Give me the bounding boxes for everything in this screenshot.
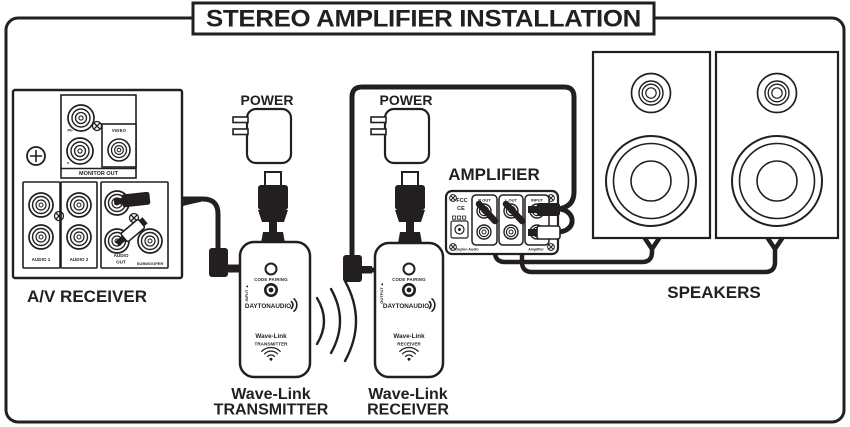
- power-adapter-transmitter: POWER: [231, 92, 294, 244]
- y-label: Y: [67, 161, 70, 166]
- page-title: STEREO AMPLIFIER INSTALLATION: [206, 6, 641, 33]
- audio-out-label: OUT: [116, 260, 126, 265]
- speaker-cabinet: [714, 50, 840, 240]
- cable-receiver-to-amplifier: [349, 84, 577, 258]
- output-port-label: OUTPUT ▲: [379, 282, 384, 304]
- ce-mark: CE: [457, 206, 465, 212]
- power-adapter-receiver: POWER: [369, 92, 433, 244]
- amp-model-text: Amplifier: [528, 248, 544, 252]
- receiver-caption-2: RECEIVER: [367, 402, 449, 419]
- device-role: RECEIVER: [397, 342, 421, 347]
- power-label: POWER: [241, 92, 294, 108]
- input-port-label: INPUT ▲: [244, 284, 249, 301]
- input-rca-plug-white: [528, 225, 561, 240]
- pairing-led: [402, 262, 416, 276]
- transmitter-body: [238, 240, 312, 379]
- receiver-caption-1: Wave-Link: [368, 386, 448, 403]
- l-out-label: L OUT: [505, 198, 517, 203]
- transmitter-caption-1: Wave-Link: [231, 386, 311, 403]
- monitor-out-label: MONITOR OUT: [79, 171, 119, 177]
- amplifier-label: AMPLIFIER: [448, 165, 540, 184]
- av-receiver: Pb Y VIDEO MONITOR OUT AUDIO 1 AUDIO 2 A…: [11, 88, 184, 306]
- receiver-device: OUTPUT ▲ CODE PAIRING DAYTONAUDIO Wave-L…: [373, 241, 445, 379]
- transmitter-caption-2: TRANSMITTER: [214, 402, 329, 419]
- device-name: Wave-Link: [393, 333, 425, 340]
- power-label: POWER: [380, 92, 433, 108]
- device-name: Wave-Link: [255, 333, 287, 340]
- video-label: VIDEO: [112, 128, 127, 133]
- speaker-plug-r: [475, 200, 499, 225]
- rca-plug-black: [113, 191, 151, 208]
- wireless-signal-icon: [315, 279, 358, 363]
- speaker-plug-l: [502, 200, 526, 225]
- monitor-out-group: Pb Y VIDEO MONITOR OUT: [60, 94, 137, 179]
- speaker-cabinet: [591, 50, 712, 240]
- input-label: INPUT: [531, 198, 544, 203]
- pairing-button[interactable]: [264, 283, 278, 297]
- dc-power-jack: [450, 215, 469, 239]
- pb-label: Pb: [67, 128, 73, 133]
- brand-logo: DAYTONAUDIO: [245, 303, 291, 310]
- input-rca-plug-black: [528, 203, 560, 216]
- av-receiver-label: A/V RECEIVER: [27, 287, 147, 306]
- code-pairing-label: CODE PAIRING: [254, 277, 288, 282]
- pairing-led: [264, 262, 278, 276]
- audio1-label: AUDIO 1: [32, 257, 51, 262]
- subwoofer-label: SUBWOOFER: [137, 261, 164, 266]
- r-out-label: R OUT: [478, 198, 491, 203]
- pairing-button[interactable]: [402, 283, 416, 297]
- fcc-mark: FCC: [456, 198, 467, 204]
- amp-brand-text: Dayton Audio: [455, 248, 479, 252]
- rca-plug-white: [115, 217, 148, 247]
- code-pairing-label: CODE PAIRING: [392, 277, 426, 282]
- brand-logo: DAYTONAUDIO: [383, 303, 429, 310]
- transmitter-device: INPUT ▲ CODE PAIRING DAYTONAUDIO Wave-Li…: [238, 240, 312, 379]
- audio2-label: AUDIO 2: [70, 257, 89, 262]
- device-role: TRANSMITTER: [255, 342, 289, 347]
- speaker-right: [714, 50, 840, 240]
- receiver-body: [373, 241, 445, 379]
- title-box: STEREO AMPLIFIER INSTALLATION: [191, 1, 656, 36]
- speaker-left: [591, 50, 712, 240]
- speakers-label: SPEAKERS: [667, 283, 761, 302]
- audio-out-label: AUDIO: [114, 253, 129, 258]
